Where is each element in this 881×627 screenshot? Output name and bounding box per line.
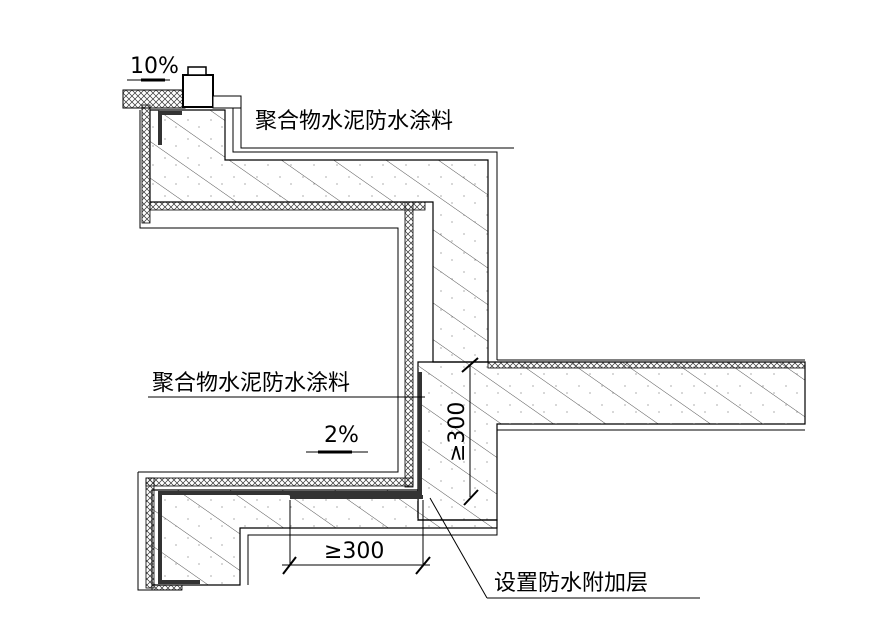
- dimension-vertical-label: ≥300: [445, 402, 470, 462]
- right-floor-slab: [417, 361, 806, 521]
- dimension-lines: [282, 357, 479, 575]
- slope-mid-label: 2%: [324, 423, 359, 448]
- slope-top-label: 10%: [130, 54, 179, 79]
- leader-lines: [148, 396, 700, 599]
- slope-arrows: [127, 78, 368, 454]
- label-coating-mid: 聚合物水泥防水涂料: [152, 371, 350, 396]
- label-coating-top: 聚合物水泥防水涂料: [255, 109, 453, 134]
- parapet-cap: [122, 66, 514, 149]
- waterproof-membrane: [158, 111, 423, 584]
- label-additional-layer: 设置防水附加层: [494, 571, 648, 596]
- outline-lines: [137, 108, 805, 591]
- text-labels: 聚合物水泥防水涂料 聚合物水泥防水涂料 设置防水附加层 10% 2% ≥300 …: [130, 54, 648, 596]
- dimension-horizontal-label: ≥300: [324, 539, 384, 564]
- protective-layer: [141, 104, 806, 591]
